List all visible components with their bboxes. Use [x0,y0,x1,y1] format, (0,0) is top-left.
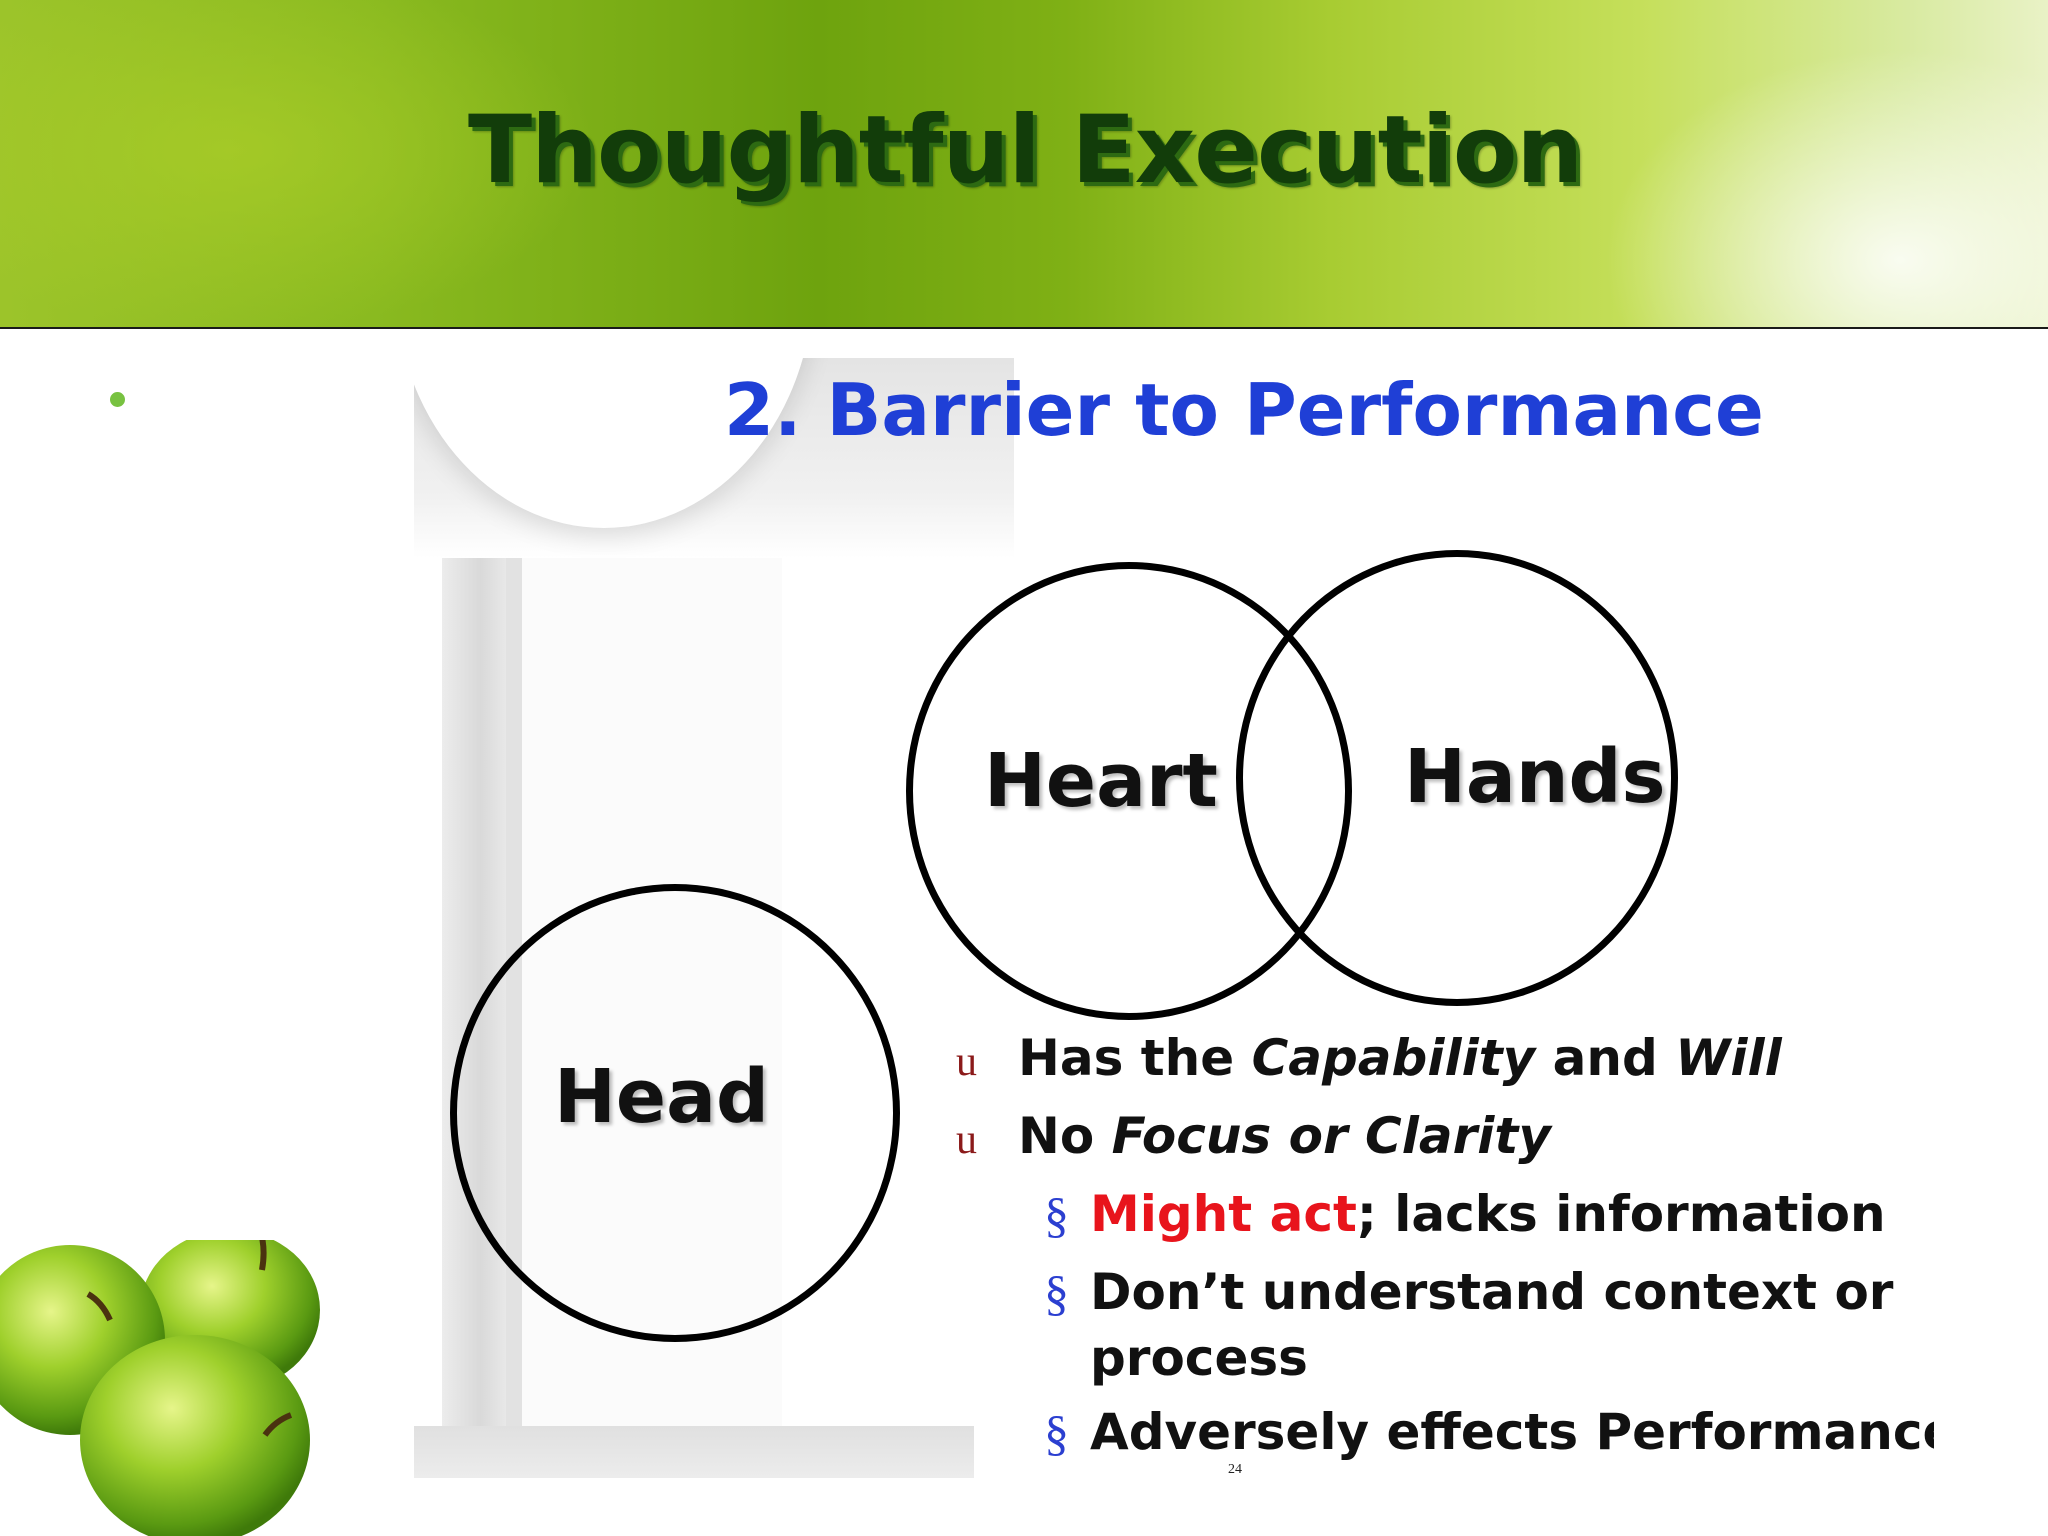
sub-item-might-act: Might act; lacks information [1090,1184,1886,1244]
head-label: Head [554,1054,770,1140]
slide-bullet-dot [110,392,125,407]
list-marker: u [956,1039,977,1085]
heart-label: Heart [984,738,1218,824]
hands-label: Hands [1404,734,1666,820]
sub-item-text-line1: Don’t understand context or [1090,1263,1894,1321]
list-item-focus: No Focus or Clarity [1018,1106,1551,1166]
sub-list-marker: § [1044,1187,1069,1243]
sub-list-marker: § [1044,1265,1069,1321]
green-apples-image [0,1240,320,1536]
list-marker: u [956,1117,977,1163]
sub-item-text: ; lacks information [1356,1185,1886,1243]
sub-item-context-line2: process [1090,1328,1308,1388]
barrier-figure: 2. Barrier to Performance Heart Hands He… [414,358,1934,1478]
list-item-text: Has the [1018,1029,1252,1087]
figure-shade-bottom [414,1426,974,1478]
list-item-emphasis: Will [1675,1029,1782,1087]
list-item-text: No [1018,1107,1112,1165]
sub-item-context: Don’t understand context or [1090,1262,1893,1322]
hands-circle [1236,550,1678,1006]
list-item-text: and [1535,1029,1676,1087]
list-item-capability: Has the Capability and Will [1018,1028,1782,1088]
sub-item-performance: Adversely effects Performance [1090,1402,1934,1462]
sub-list-marker: § [1044,1405,1069,1461]
list-item-emphasis: Capability [1251,1029,1536,1087]
head-circle [450,884,900,1342]
sub-item-text: Adversely effects Performance [1090,1403,1934,1461]
list-item-emphasis: Focus or Clarity [1111,1107,1551,1165]
header-divider [0,327,2048,329]
slide-title: Thoughtful Execution [468,96,1583,205]
sub-item-text-line2: process [1090,1329,1308,1387]
figure-heading: 2. Barrier to Performance [724,368,1764,452]
figure-page-number: 24 [1228,1462,1242,1477]
sub-item-emphasis: Might act [1090,1185,1357,1243]
slide-header-band [0,0,2048,328]
